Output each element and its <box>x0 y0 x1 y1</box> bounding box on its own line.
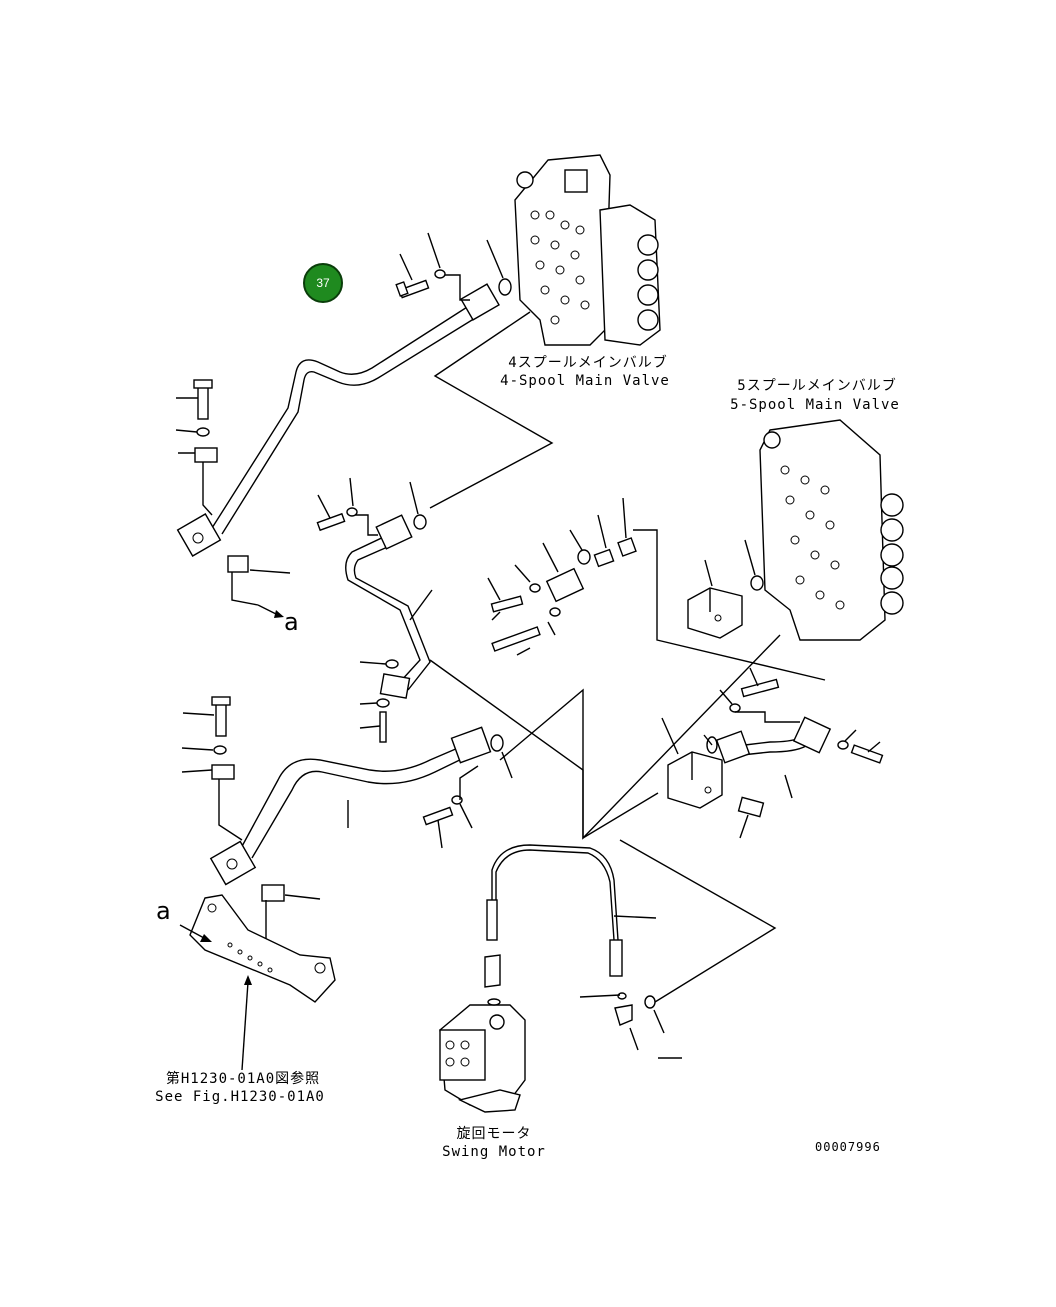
swing-motor-assembly <box>439 844 682 1113</box>
right-small-pipe <box>715 667 884 799</box>
reference-label-en: See Fig.H1230-01A0 <box>155 1089 325 1105</box>
middle-pipe <box>316 477 433 743</box>
swing-motor-label-jp: 旋回モータ <box>456 1126 532 1142</box>
reference-lines <box>429 311 826 1003</box>
view-arrow-a-upper: a <box>284 608 300 636</box>
upper-pipe <box>176 283 500 557</box>
view-arrow-a-lower: a <box>156 897 172 925</box>
bracket-plate <box>179 894 336 1071</box>
drawing-number: 00007996 <box>815 1140 881 1154</box>
four-spool-main-valve <box>514 154 661 346</box>
valve4-label-jp: 4スプールメインバルブ <box>508 355 668 371</box>
valve4-label-en: 4-Spool Main Valve <box>500 373 670 389</box>
valve5-label-jp: 5スプールメインバルブ <box>737 378 897 394</box>
reference-label-jp: 第H1230-01A0図参照 <box>165 1071 321 1087</box>
valve-parts-stack <box>487 497 637 656</box>
lower-pipe <box>209 726 513 886</box>
item-37-callout[interactable]: 37 <box>303 263 343 303</box>
upper-connector-block <box>687 539 764 639</box>
upper-flange-hardware <box>395 232 512 301</box>
valve5-label-en: 5-Spool Main Valve <box>730 397 900 413</box>
swing-motor-label-en: Swing Motor <box>442 1144 546 1160</box>
lower-connector-block <box>661 717 765 839</box>
five-spool-main-valve <box>759 419 904 641</box>
upper-clamp-hardware <box>175 379 291 618</box>
